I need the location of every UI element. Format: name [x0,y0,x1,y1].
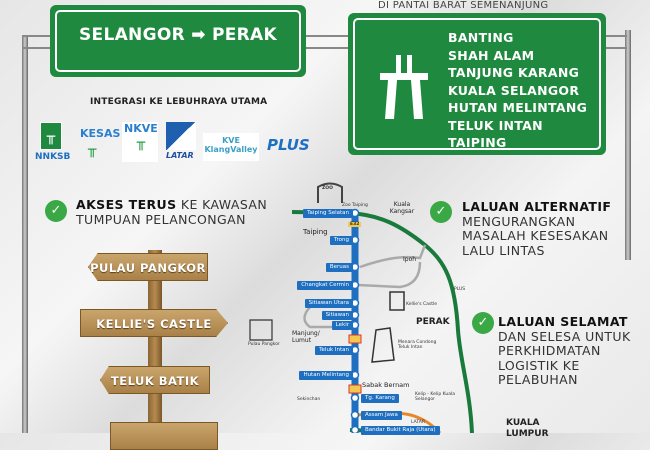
station-label: Sitiawan Utara [304,299,353,308]
place-menara-condong: Menara Condong Teluk Intan [398,340,437,350]
place-kuala-kangsar: Kuala Kangsar [389,201,415,215]
destination: SHAH ALAM [448,47,535,63]
station-label: Trong [329,236,353,245]
check-icon: ✓ [430,201,452,223]
link-road [359,244,427,269]
station-label: Bandar Bukit Raja (Utara) [361,426,440,435]
feature-direct-access: AKSES TERUS KE KAWASAN TUMPUAN PELANCONG… [76,197,268,227]
destination: TANJUNG KARANG [448,65,580,80]
logo-kesas: KESAS [80,127,121,140]
station-label: Changkat Cermin [297,281,353,290]
destination: TELUK INTAN [448,117,543,133]
destination: KUALA SELANGOR [448,82,580,98]
station-label: Sitiawan [321,311,353,320]
plus-highway-line [291,210,474,433]
route-e32-badge: E32 [348,222,362,227]
logo-kve: KVE KlangValley [203,133,259,161]
place-manjung: Manjung/ Lumut [292,330,320,344]
signpost-kellies-castle: KELLIE'S CASTLE [80,309,228,337]
link-road [357,261,422,289]
place-ipoh: Ipoh [403,256,417,263]
truss [605,35,627,49]
place-perak: PERAK [416,317,450,327]
destination-list: BANTING SHAH ALAM TANJUNG KARANG KUALA S… [448,29,587,152]
latar-line-label: LATAR [411,420,425,425]
check-icon: ✓ [472,312,494,334]
station-label: Beruas [325,263,353,272]
place-sabak-bernam: Sabak Bernam [362,381,410,389]
truss [22,35,52,49]
plus-line-label: PLUS [454,287,466,292]
destinations-sign: BANTING SHAH ALAM TANJUNG KARANG KUALA S… [348,13,606,155]
zoo-label: ZOO [322,186,333,191]
arrow-right-icon: ➡ [191,25,206,45]
place-zoo-taiping: Zoo Taiping [342,203,368,208]
castle-icon [389,291,405,311]
latar-emblem [166,122,196,150]
place-pulau-pangkor: Pulau Pangkor [248,342,280,347]
sign-pole-right [625,30,631,260]
sign-pole-left [22,35,28,433]
logo-plus: PLUS [267,136,310,154]
place-kellies-castle: Kellie's Castle [406,302,438,307]
integration-title: INTEGRASI KE LEBUHRAYA UTAMA [90,97,268,107]
zoo-gate-icon [317,182,343,203]
station-label: Lekir [331,321,353,330]
station-label: Assam Jawa [361,411,402,420]
highway-icon: ╥ [40,122,62,150]
destination: TAIPING [448,135,507,150]
station-label: Hutan Melintang [299,371,353,380]
logo-nkve: NKVE╥ [122,122,158,162]
sign-from: SELANGOR [79,25,185,45]
logo-nnksb: NNKSB [35,152,71,162]
truss [305,35,350,49]
logo-latar: LATAR [166,151,194,160]
highway-icon [380,55,428,119]
destination: HUTAN MELINTANG [448,100,588,115]
direction-sign: SELANGOR ➡ PERAK [50,5,306,77]
toll-marker [348,334,362,344]
place-sekinchan: Sekinchan [297,397,321,402]
destination: BANTING [448,30,514,45]
place-kelip-kelip: Kelip - Kelip Kuala Selangor [415,392,455,402]
leaning-tower-icon [371,327,395,363]
place-taiping: Taiping [303,228,328,236]
toll-marker [348,384,362,394]
station-label: Taiping Selatan [303,209,353,218]
fort-icon [249,319,273,341]
place-kuala-lumpur: KUALA LUMPUR [506,418,549,439]
highway-icon: ╥ [88,142,97,158]
station-label: Tg. Karang [361,394,399,403]
signpost-pulau-pangkor: PULAU PANGKOR [88,253,208,281]
signpost-teluk-batik: TELUK BATIK [100,366,210,394]
check-icon: ✓ [45,200,67,222]
sign-to: PERAK [211,25,277,45]
header-fragment: DI PANTAI BARAT SEMENANJUNG [378,0,549,11]
station-label: Teluk Intan [315,346,353,355]
